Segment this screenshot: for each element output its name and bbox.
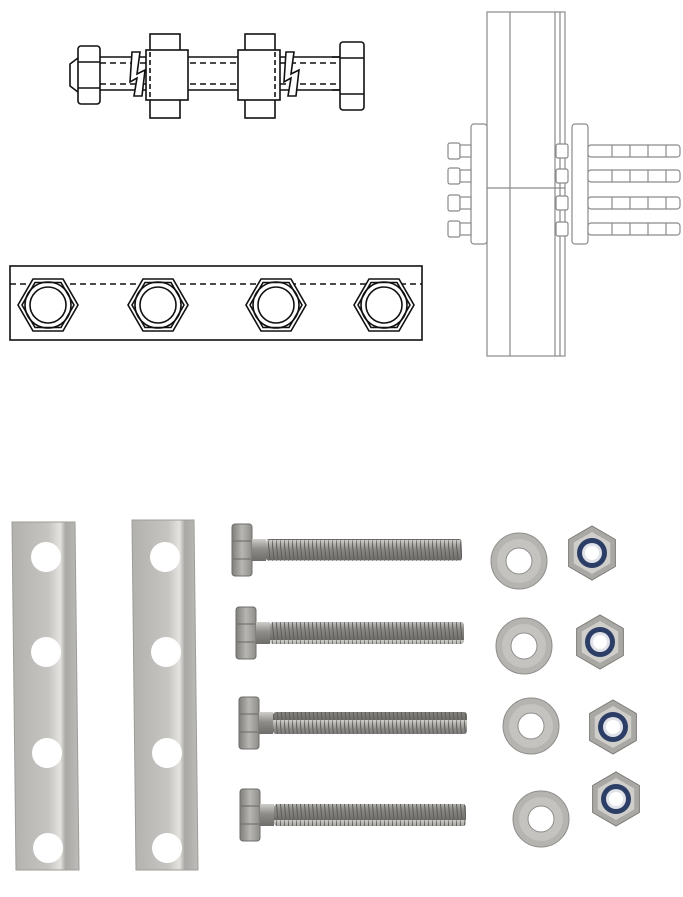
nylon-lock-nut [589, 699, 637, 755]
fishplate-left [11, 521, 80, 871]
nuts-group [568, 525, 640, 827]
flat-washer [512, 790, 570, 848]
drawing-hex-nut [245, 278, 307, 332]
fishplate-right [131, 519, 199, 871]
flat-washer [502, 697, 560, 755]
nylon-lock-nut [592, 771, 640, 827]
hex-bolt [239, 788, 466, 842]
hex-bolt [235, 606, 464, 660]
drawing-bolt-row [447, 194, 681, 212]
washers-group [490, 532, 570, 848]
flat-washer [495, 617, 553, 675]
drawing-hex-nut [17, 278, 79, 332]
nylon-lock-nut [568, 525, 616, 581]
bolt-assembly-side-view [69, 33, 365, 119]
drawing-bolt-row [447, 142, 681, 160]
flat-washer [490, 532, 548, 590]
drawing-bolt-row [447, 220, 681, 238]
hex-bolt [238, 696, 467, 750]
bolt-plate-front-view [9, 265, 423, 341]
drawing-hex-nut [127, 278, 189, 332]
hex-bolt [231, 523, 462, 577]
nylon-lock-nut [576, 614, 624, 670]
drawing-hex-nut [353, 278, 415, 332]
drawing-bolt-row [447, 167, 681, 185]
bolts-group [231, 523, 467, 842]
rail-joint-assembly [447, 11, 681, 357]
